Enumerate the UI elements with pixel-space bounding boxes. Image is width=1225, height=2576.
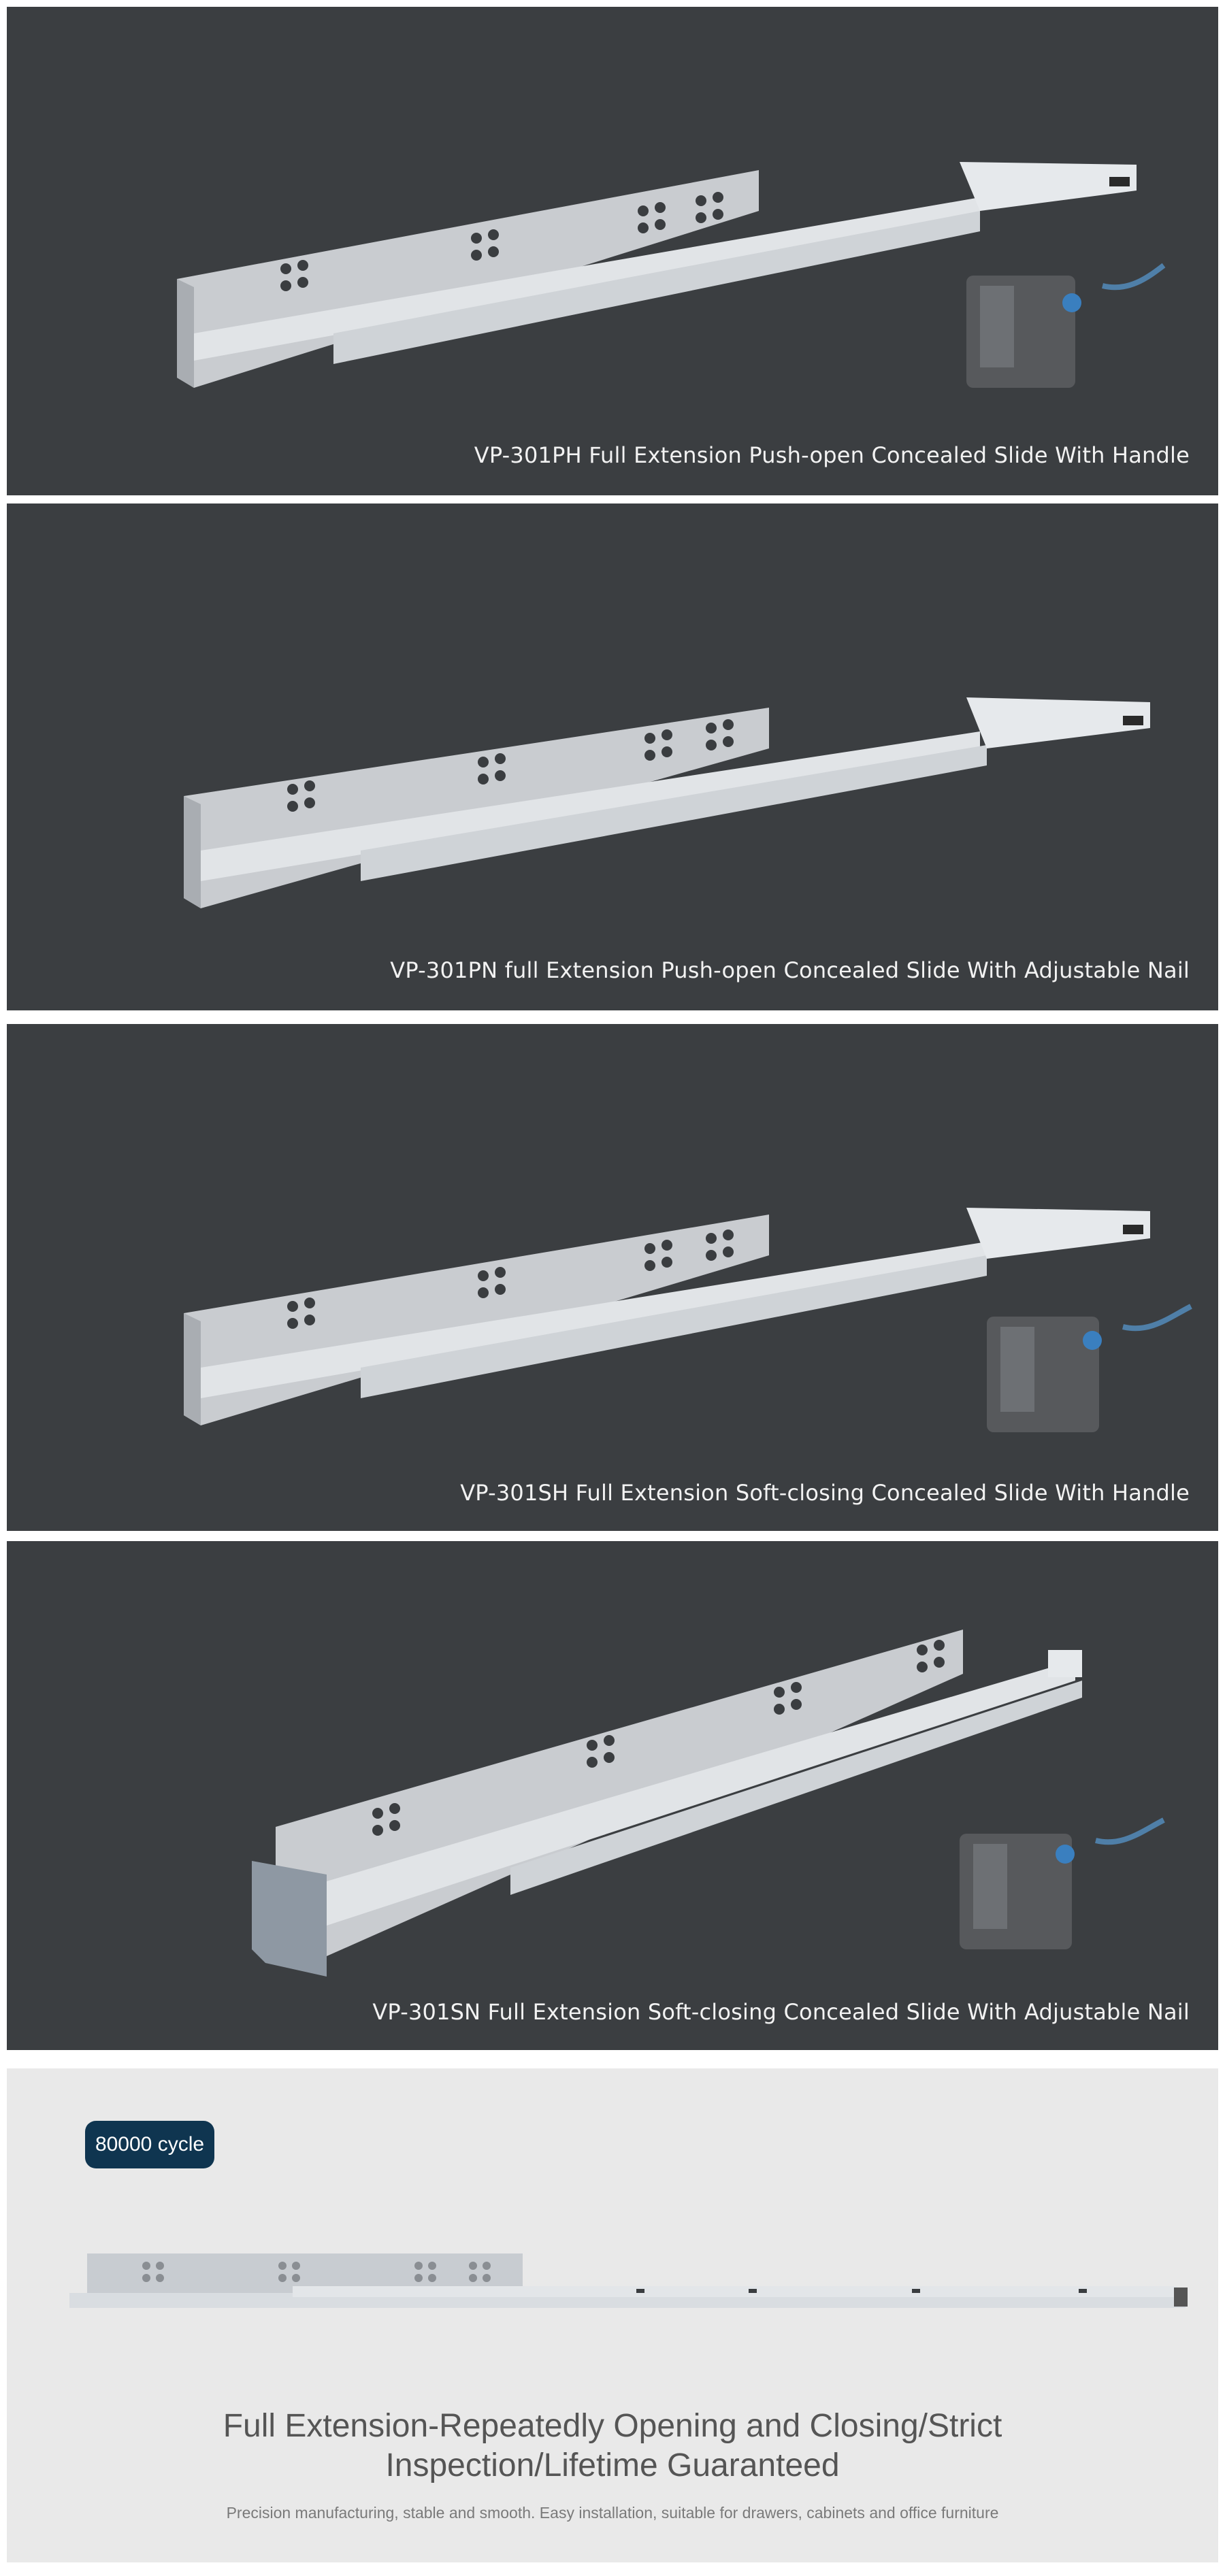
product-panel-vp301sn: VP-301SN Full Extension Soft-closing Con…: [7, 1541, 1218, 2050]
product-caption: VP-301SH Full Extension Soft-closing Con…: [460, 1480, 1190, 1506]
slide-rail-image: [252, 1630, 1165, 1977]
slide-rail-image: [184, 697, 1150, 908]
product-caption: VP-301PN full Extension Push-open Concea…: [390, 957, 1190, 983]
product-panel-vp301sh: VP-301SH Full Extension Soft-closing Con…: [7, 1024, 1218, 1531]
feature-subline: Precision manufacturing, stable and smoo…: [226, 2504, 999, 2522]
product-panel-vp301pn: VP-301PN full Extension Push-open Concea…: [7, 503, 1218, 1010]
cycle-badge: 80000 cycle: [85, 2121, 214, 2168]
feature-panel: 80000 cycle Full Extension-Repeatedly Op…: [7, 2068, 1218, 2562]
slide-rail-extended-image: [69, 2253, 1188, 2308]
product-panel-vp301ph: VP-301PH Full Extension Push-open Concea…: [7, 7, 1218, 495]
slide-rail-image: [184, 1208, 1192, 1432]
slide-rail-image: [177, 162, 1166, 388]
product-caption: VP-301PH Full Extension Push-open Concea…: [474, 442, 1190, 468]
product-caption: VP-301SN Full Extension Soft-closing Con…: [372, 1999, 1190, 2025]
headline-line-1: Full Extension-Repeatedly Opening and Cl…: [223, 2408, 1002, 2444]
feature-headline: Full Extension-Repeatedly Opening and Cl…: [7, 2407, 1218, 2486]
headline-line-2: Inspection/Lifetime Guaranteed: [385, 2447, 840, 2483]
